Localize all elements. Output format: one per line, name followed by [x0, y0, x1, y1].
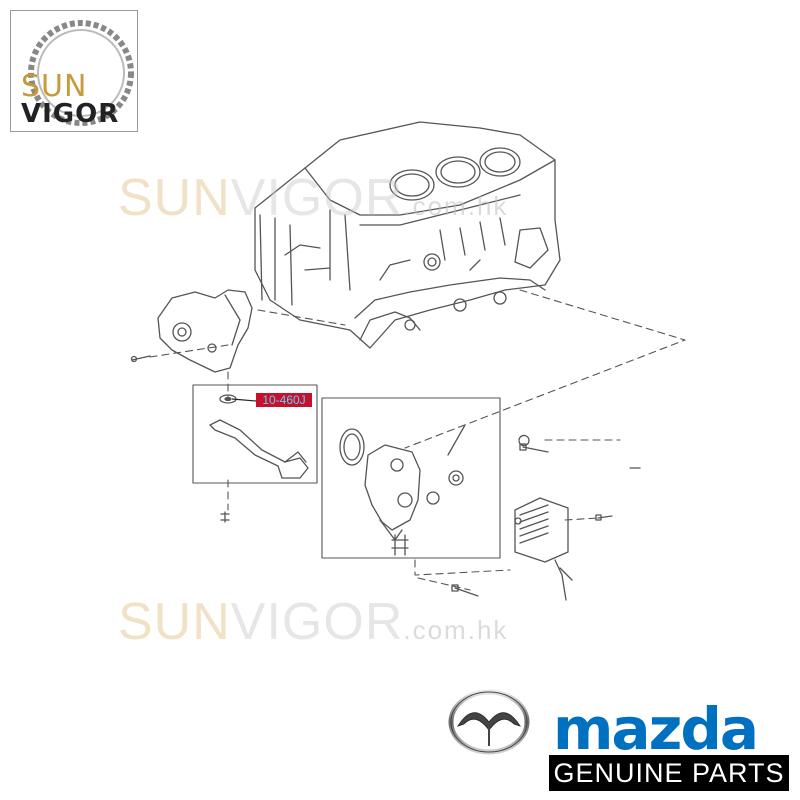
callout-leader: [231, 398, 257, 402]
sunvigor-ring-icon: [28, 20, 134, 126]
watermark-domain: .com.hk: [403, 615, 509, 645]
genuine-parts-banner: GENUINE PARTS: [549, 755, 789, 791]
o-ring: [518, 434, 530, 447]
mazda-emblem-icon: [448, 689, 530, 755]
logo-line1: SUN: [21, 69, 88, 104]
sunvigor-logo: SUN VIGOR: [10, 10, 138, 132]
watermark-top: SUNVIGOR.com.hk: [118, 168, 508, 228]
oil-cooler: [514, 497, 573, 601]
oil-filter-housing-frame: [321, 397, 501, 559]
logo-line2: VIGOR: [21, 99, 120, 129]
mazda-wordmark: mazda: [553, 695, 759, 763]
part-number-label: 10-460J: [256, 393, 312, 407]
watermark-domain: .com.hk: [403, 191, 509, 221]
oil-strainer-frame: [192, 384, 318, 484]
watermark-bottom: SUNVIGOR.com.hk: [118, 592, 508, 652]
engine-block: [254, 121, 561, 349]
assembly-lines: [149, 289, 686, 591]
oil-pump: [157, 289, 253, 373]
watermark-brand-a: SUN: [118, 593, 231, 651]
watermark-brand-b: VIGOR: [230, 169, 404, 227]
watermark-brand-a: SUN: [118, 169, 231, 227]
watermark-brand-b: VIGOR: [230, 593, 404, 651]
bolt-parts: [130, 355, 641, 597]
